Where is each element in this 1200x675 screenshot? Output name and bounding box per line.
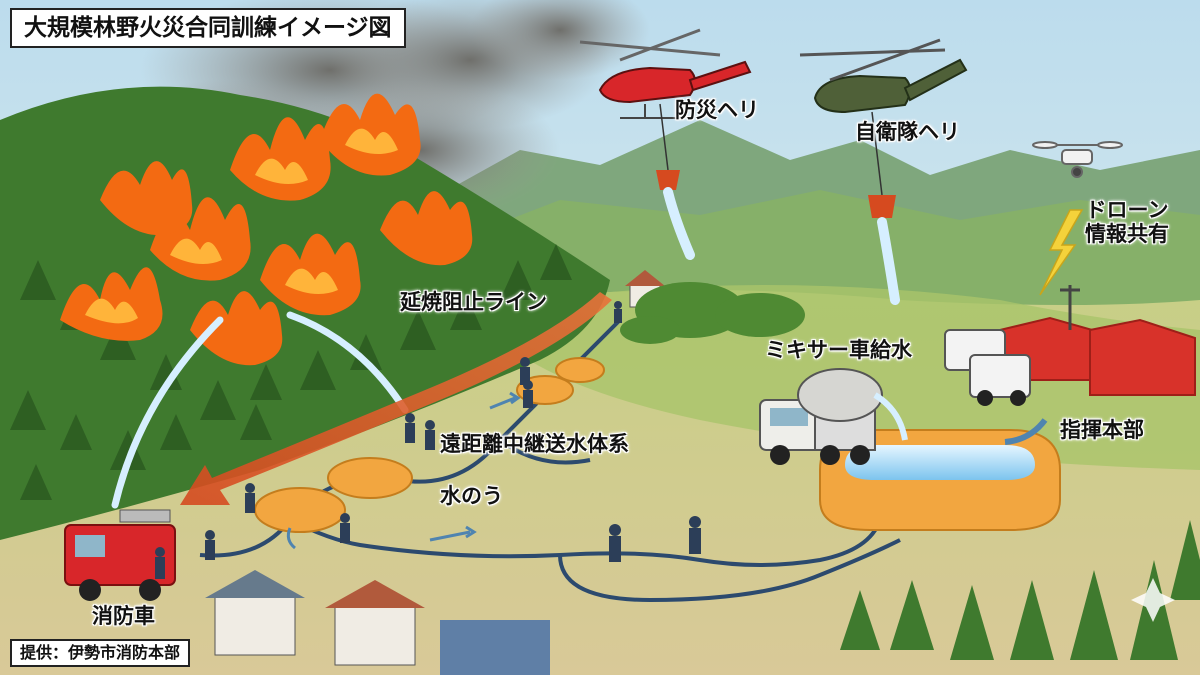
label-drone: ドローン 情報共有: [1085, 198, 1169, 246]
label-drone-line2: 情報共有: [1085, 222, 1169, 247]
command-arrow: [1004, 418, 1048, 445]
disaster-helicopter: [579, 28, 752, 260]
label-disaster-heli: 防災ヘリ: [675, 98, 759, 122]
trees-bottom-right: [840, 520, 1200, 660]
water-tank: [819, 429, 1061, 531]
firebreak-arrow: [180, 292, 612, 505]
bushes: [620, 282, 805, 344]
command-post: [944, 285, 1196, 406]
label-fire-engine: 消防車: [92, 604, 155, 628]
sdf-helicopter: [799, 38, 968, 305]
water-jet-1: [111, 316, 224, 509]
forest-trees: [10, 244, 572, 500]
label-drone-line1: ドローン: [1085, 198, 1169, 222]
label-relay: 遠距離中継送水体系: [440, 432, 629, 456]
credit: 提供：伊勢市消防本部: [10, 639, 191, 667]
water-jet-2: [286, 311, 409, 414]
drone: [1032, 141, 1123, 178]
label-sdf-heli: 自衛隊ヘリ: [855, 120, 960, 144]
mixer-truck: [759, 368, 908, 465]
firefighters: [155, 301, 701, 579]
label-water-bag: 水のう: [440, 484, 503, 508]
label-firebreak: 延焼阻止ライン: [400, 290, 547, 314]
label-command: 指揮本部: [1060, 418, 1144, 442]
houses-bottom: [205, 570, 550, 675]
label-mixer: ミキサー車給水: [765, 338, 912, 362]
lightning-bolt: [1039, 209, 1084, 296]
page-title: 大規模林野火災合同訓練イメージ図: [10, 8, 406, 48]
sparkle-icon: [1131, 578, 1175, 622]
wildfire-cores: [85, 128, 398, 324]
fire-engine-vehicle: [64, 509, 176, 601]
flow-arrows: [286, 391, 521, 550]
